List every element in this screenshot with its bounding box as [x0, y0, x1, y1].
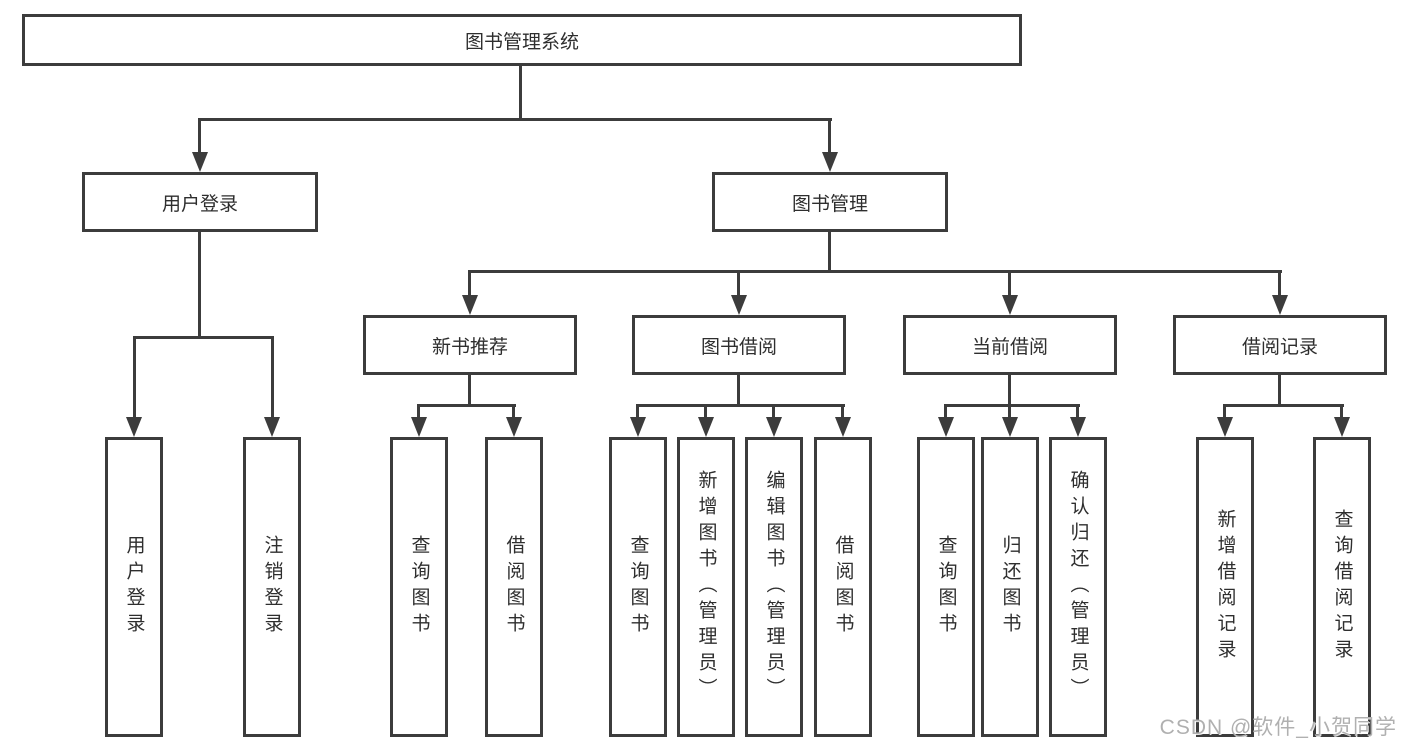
node-library-management-system: 图书管理系统 [22, 14, 1022, 66]
connector-userlogin-drop1 [133, 339, 136, 417]
leaf-label: 归还图书 [999, 535, 1021, 639]
connector-groupB-bar [636, 404, 845, 407]
connector-bookmgmt-stem [828, 232, 831, 272]
arrow-down-icon [264, 417, 280, 437]
node-user-login: 用户登录 [82, 172, 318, 232]
arrow-down-icon [766, 417, 782, 437]
leaf-label: 借阅图书 [503, 535, 525, 639]
connector-groupC-stem [1008, 375, 1011, 406]
leaf-label: 查询图书 [408, 535, 430, 639]
node-current-borrowing: 当前借阅 [903, 315, 1117, 375]
connector-root-drop-right-stem [828, 120, 831, 152]
connector-bookmgmt-drop3 [1008, 273, 1011, 295]
connector-groupA-drop1 [417, 407, 420, 417]
leaf-label: 新增图书（管理员） [695, 470, 717, 704]
node-label: 新书推荐 [431, 336, 508, 358]
arrow-down-icon [822, 152, 838, 172]
connector-groupC-drop2 [1008, 407, 1011, 417]
connector-groupB-drop3 [772, 407, 775, 417]
connector-groupA-drop2 [512, 407, 515, 417]
arrow-down-icon [1334, 417, 1350, 437]
leaf-query-books-current: 查询图书 [917, 437, 975, 737]
node-label: 图书借阅 [700, 336, 777, 358]
leaf-borrow-books-recommend: 借阅图书 [485, 437, 543, 737]
arrow-down-icon [698, 417, 714, 437]
connector-groupB-stem [737, 375, 740, 406]
leaf-add-borrow-record: 新增借阅记录 [1196, 437, 1254, 737]
leaf-label: 借阅图书 [832, 535, 854, 639]
arrow-down-icon [192, 152, 208, 172]
node-label: 借阅记录 [1241, 336, 1318, 358]
leaf-label: 查询图书 [627, 535, 649, 639]
connector-groupB-drop4 [841, 407, 844, 417]
connector-groupB-drop1 [636, 407, 639, 417]
leaf-label: 确认归还（管理员） [1067, 470, 1089, 704]
arrow-down-icon [1002, 295, 1018, 315]
connector-bookmgmt-drop2 [737, 273, 740, 295]
connector-userlogin-drop2 [271, 339, 274, 417]
leaf-label: 查询图书 [935, 535, 957, 639]
connector-groupD-stem [1278, 375, 1281, 406]
connector-userlogin-stem [198, 232, 201, 338]
arrow-down-icon [506, 417, 522, 437]
leaf-confirm-return-admin: 确认归还（管理员） [1049, 437, 1107, 737]
connector-groupC-bar [944, 404, 1080, 407]
leaf-logout: 注销登录 [243, 437, 301, 737]
leaf-label: 注销登录 [261, 535, 283, 639]
connector-bookmgmt-drop4 [1278, 273, 1281, 295]
connector-root-stem [519, 66, 522, 120]
arrow-down-icon [1002, 417, 1018, 437]
connector-bookmgmt-bar [468, 270, 1282, 273]
connector-groupD-bar [1223, 404, 1344, 407]
leaf-borrow-books-borrowing: 借阅图书 [814, 437, 872, 737]
node-book-borrowing: 图书借阅 [632, 315, 846, 375]
leaf-label: 用户登录 [123, 535, 145, 639]
arrow-down-icon [1217, 417, 1233, 437]
connector-bookmgmt-drop1 [468, 273, 471, 295]
arrow-down-icon [126, 417, 142, 437]
connector-groupC-drop3 [1076, 407, 1079, 417]
leaf-query-books-recommend: 查询图书 [390, 437, 448, 737]
connector-root-bar [198, 118, 832, 121]
connector-groupD-drop1 [1223, 407, 1226, 417]
leaf-query-borrow-record: 查询借阅记录 [1313, 437, 1371, 737]
node-new-book-recommendation: 新书推荐 [363, 315, 577, 375]
node-borrowing-records: 借阅记录 [1173, 315, 1387, 375]
leaf-edit-book-admin: 编辑图书（管理员） [745, 437, 803, 737]
node-label: 用户登录 [161, 193, 238, 215]
connector-groupD-drop2 [1340, 407, 1343, 417]
connector-root-drop-left-stem [198, 120, 201, 152]
arrow-down-icon [1272, 295, 1288, 315]
arrow-down-icon [938, 417, 954, 437]
arrow-down-icon [462, 295, 478, 315]
node-label: 图书管理系统 [464, 31, 579, 53]
arrow-down-icon [1070, 417, 1086, 437]
arrow-down-icon [411, 417, 427, 437]
connector-groupC-drop1 [944, 407, 947, 417]
leaf-label: 新增借阅记录 [1214, 509, 1236, 665]
node-label: 图书管理 [791, 193, 868, 215]
leaf-query-books-borrowing: 查询图书 [609, 437, 667, 737]
node-label: 当前借阅 [971, 336, 1048, 358]
leaf-label: 编辑图书（管理员） [763, 470, 785, 704]
connector-groupA-bar [417, 404, 516, 407]
arrow-down-icon [835, 417, 851, 437]
leaf-user-login: 用户登录 [105, 437, 163, 737]
watermark-text: CSDN @软件_小贺同学 [1159, 716, 1397, 739]
leaf-add-book-admin: 新增图书（管理员） [677, 437, 735, 737]
arrow-down-icon [630, 417, 646, 437]
connector-userlogin-bar [133, 336, 274, 339]
leaf-return-books: 归还图书 [981, 437, 1039, 737]
node-book-management: 图书管理 [712, 172, 948, 232]
connector-groupA-stem [468, 375, 471, 406]
arrow-down-icon [731, 295, 747, 315]
connector-groupB-drop2 [704, 407, 707, 417]
leaf-label: 查询借阅记录 [1331, 509, 1353, 665]
